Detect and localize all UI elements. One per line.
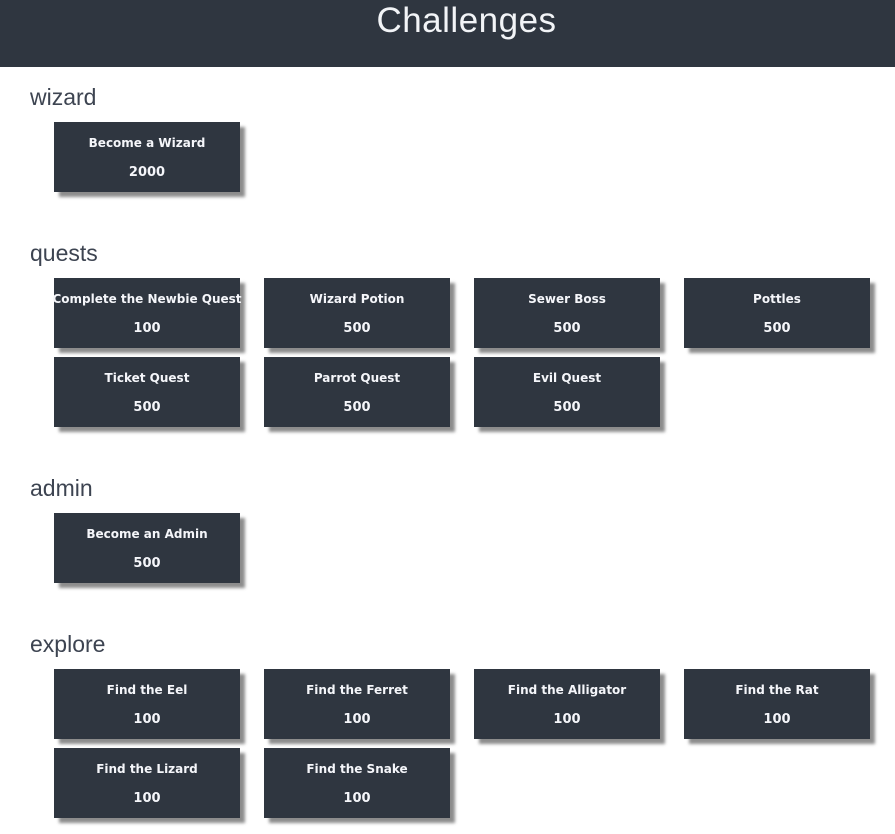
section-heading: wizard [30, 84, 97, 110]
challenge-points: 500 [343, 400, 371, 415]
challenge-card[interactable]: Find the Rat 100 [684, 669, 870, 739]
challenge-title: Find the Snake [306, 762, 408, 776]
challenge-card[interactable]: Find the Lizard 100 [54, 748, 240, 818]
challenge-title: Find the Lizard [96, 762, 198, 776]
challenge-points: 100 [343, 791, 371, 806]
challenge-card[interactable]: Sewer Boss 500 [474, 278, 660, 348]
section-admin: admin Become an Admin 500 [30, 477, 895, 583]
challenge-title: Wizard Potion [309, 292, 405, 306]
challenge-points: 500 [343, 321, 371, 336]
challenge-points: 100 [133, 321, 161, 336]
challenge-title: Pottles [753, 292, 801, 306]
challenge-card[interactable]: Ticket Quest 500 [54, 357, 240, 427]
challenges-board: wizard Become a Wizard 2000 quests Compl… [0, 67, 895, 834]
challenge-points: 500 [133, 556, 161, 571]
challenge-grid: Find the Eel 100 Find the Ferret 100 Fin… [30, 669, 895, 818]
challenge-grid: Become a Wizard 2000 [30, 122, 895, 192]
challenge-title: Parrot Quest [313, 371, 401, 385]
challenge-points: 100 [133, 791, 161, 806]
challenge-points: 500 [133, 400, 161, 415]
challenge-points: 100 [763, 712, 791, 727]
challenge-title: Evil Quest [532, 371, 602, 385]
challenge-title: Find the Rat [735, 683, 819, 697]
challenge-card[interactable]: Complete the Newbie Quest 100 [52, 278, 242, 348]
challenge-card[interactable]: Pottles 500 [684, 278, 870, 348]
challenge-title: Sewer Boss [528, 292, 606, 306]
challenge-title: Become a Wizard [88, 136, 206, 150]
challenge-card[interactable]: Wizard Potion 500 [264, 278, 450, 348]
challenge-points: 2000 [128, 165, 166, 180]
challenge-points: 500 [763, 321, 791, 336]
challenge-title: Find the Alligator [507, 683, 627, 697]
challenge-title: Find the Ferret [306, 683, 408, 697]
section-heading: admin [30, 475, 93, 501]
section-heading: quests [30, 240, 98, 266]
challenge-card[interactable]: Find the Snake 100 [264, 748, 450, 818]
challenge-card[interactable]: Become a Wizard 2000 [54, 122, 240, 192]
challenge-points: 500 [553, 321, 581, 336]
challenge-title: Find the Eel [106, 683, 188, 697]
section-explore: explore Find the Eel 100 Find the Ferret… [30, 633, 895, 818]
section-wizard: wizard Become a Wizard 2000 [30, 86, 895, 192]
challenge-points: 100 [553, 712, 581, 727]
challenge-points: 100 [133, 712, 161, 727]
challenge-points: 500 [553, 400, 581, 415]
challenge-grid: Complete the Newbie Quest 100 Wizard Pot… [30, 278, 895, 427]
page-header: Challenges [0, 0, 895, 67]
section-quests: quests Complete the Newbie Quest 100 Wiz… [30, 242, 895, 427]
challenge-card[interactable]: Evil Quest 500 [474, 357, 660, 427]
section-heading: explore [30, 631, 106, 657]
challenge-title: Ticket Quest [104, 371, 190, 385]
challenge-card[interactable]: Find the Ferret 100 [264, 669, 450, 739]
challenge-card[interactable]: Find the Alligator 100 [474, 669, 660, 739]
challenge-card[interactable]: Parrot Quest 500 [264, 357, 450, 427]
challenge-card[interactable]: Become an Admin 500 [54, 513, 240, 583]
challenge-points: 100 [343, 712, 371, 727]
challenge-title: Complete the Newbie Quest [52, 292, 242, 306]
challenge-title: Become an Admin [86, 527, 208, 541]
challenge-grid: Become an Admin 500 [30, 513, 895, 583]
page-title: Challenges [376, 1, 557, 40]
challenge-card[interactable]: Find the Eel 100 [54, 669, 240, 739]
